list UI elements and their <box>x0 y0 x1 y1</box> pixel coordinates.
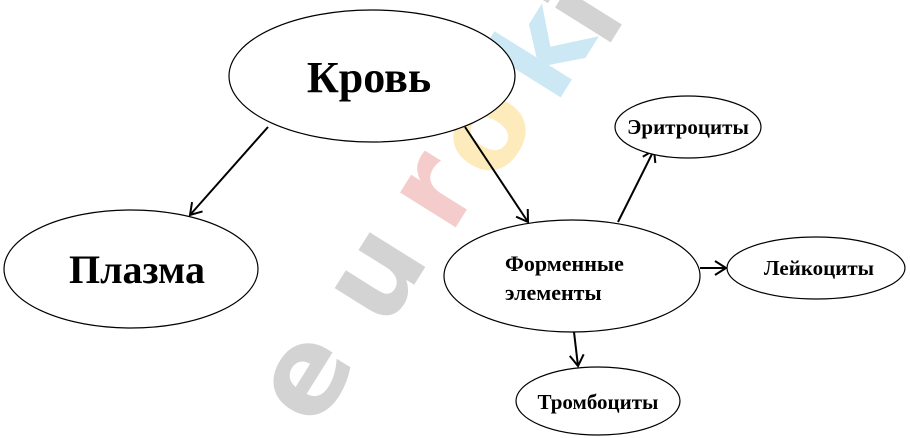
node-erythrocytes-label: Эритроциты <box>627 115 749 139</box>
watermark-letter-e: e <box>222 304 383 438</box>
node-erythrocytes: Эритроциты <box>614 95 762 159</box>
node-formed-elements-label-line1: Форменные <box>505 251 624 276</box>
edge-formed-erythrocytes <box>617 148 657 223</box>
edge-blood-plasma <box>188 126 269 217</box>
node-formed-elements: Форменные элементы <box>443 219 701 333</box>
node-thrombocytes: Тромбоциты <box>515 366 681 436</box>
node-leukocytes-label: Лейкоциты <box>764 256 874 280</box>
edge-formed-thrombocytes <box>568 331 585 368</box>
node-blood-label: Кровь <box>307 53 431 102</box>
node-plasma: Плазма <box>3 209 259 329</box>
node-blood: Кровь <box>228 9 516 143</box>
node-leukocytes: Лейкоциты <box>726 236 906 300</box>
edge-blood-formed <box>464 126 530 224</box>
node-plasma-label: Плазма <box>69 247 205 292</box>
node-thrombocytes-label: Тромбоциты <box>538 390 659 414</box>
node-formed-elements-label-line2: элементы <box>505 280 602 305</box>
